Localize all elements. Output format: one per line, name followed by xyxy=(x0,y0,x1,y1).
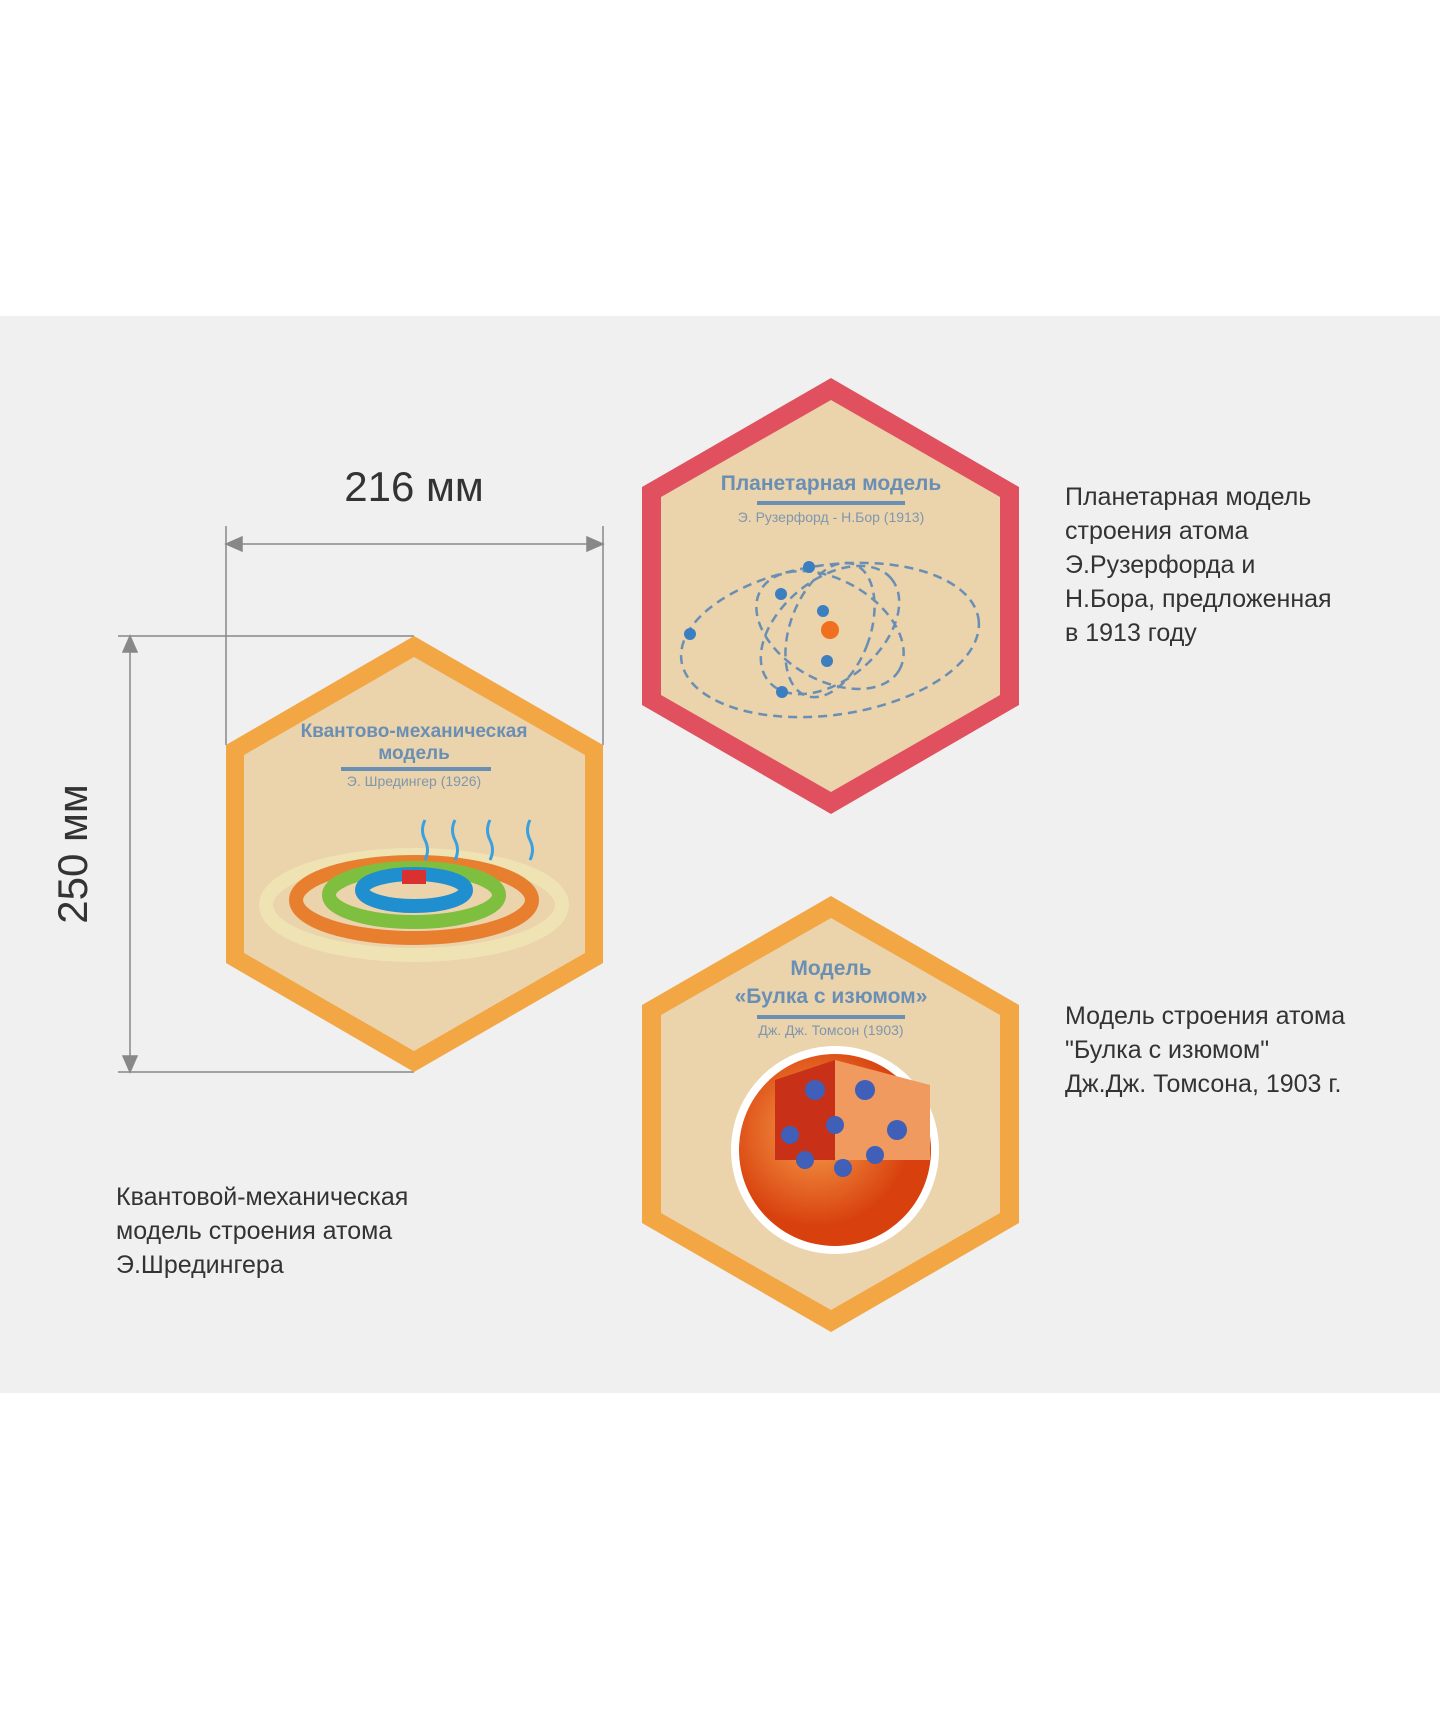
hex-subtitle: Э. Рузерфорд - Н.Бор (1913) xyxy=(737,509,925,525)
hex-quantum xyxy=(226,636,603,1072)
title-underline xyxy=(757,501,905,505)
raisin-icons xyxy=(781,1080,907,1177)
quantum-description: Квантовой-механическая модель строения а… xyxy=(116,1183,409,1279)
bulka-description: Модель строения атома "Булка с изюмом" Д… xyxy=(1065,1002,1346,1098)
hex-bulka xyxy=(642,896,1019,1332)
hex-subtitle: Э. Шредингер (1926) xyxy=(346,773,482,789)
height-dimension-label: 250 мм xyxy=(49,784,96,924)
title-underline xyxy=(341,767,491,771)
orbits-icon xyxy=(679,561,981,719)
title-underline xyxy=(757,1015,905,1019)
hex-subtitle: Дж. Дж. Томсон (1903) xyxy=(758,1022,904,1038)
photon-icons xyxy=(421,819,534,861)
nucleus-icon xyxy=(821,621,839,639)
width-dimension-label: 216 мм xyxy=(344,463,484,510)
hex-title: Планетарная модель xyxy=(720,472,942,495)
nucleus-icon xyxy=(402,870,426,884)
energy-rings-icon xyxy=(259,848,569,962)
hex-title: Квантово-механическая модель xyxy=(300,721,528,764)
planetary-description: Планетарная модель строения атома Э.Рузе… xyxy=(1065,483,1332,647)
dimension-lines xyxy=(118,526,605,1074)
hex-title: Модель «Булка с изюмом» xyxy=(734,957,928,1008)
electron-icons xyxy=(684,561,833,698)
hex-planetary xyxy=(642,378,1019,814)
